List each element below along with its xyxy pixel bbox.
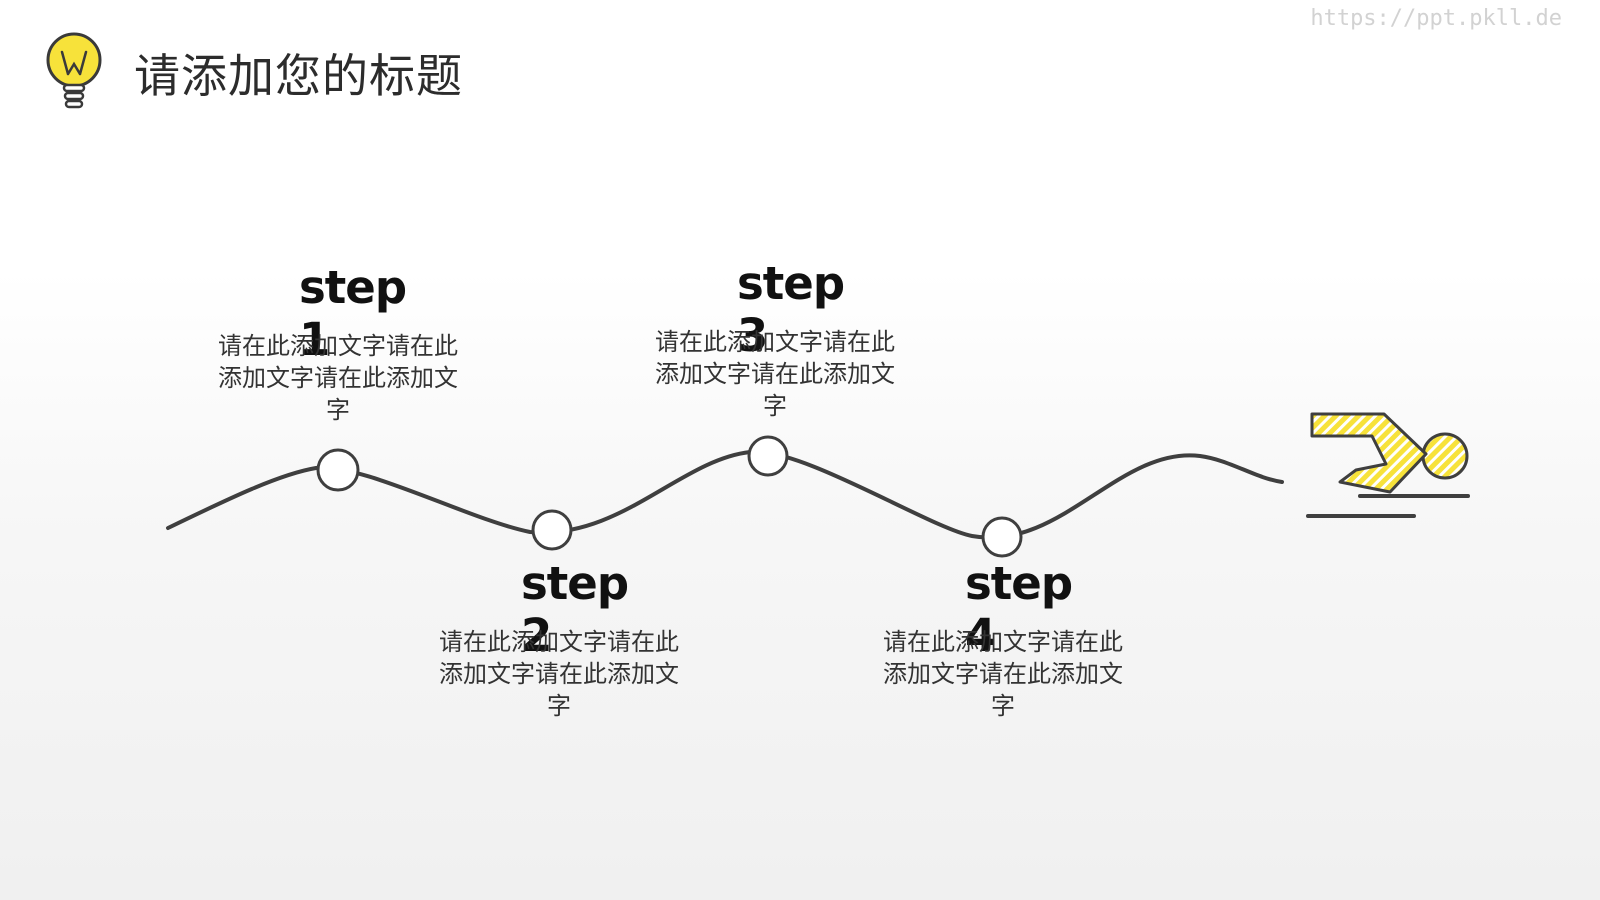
step-3-title: step 3: [737, 257, 845, 362]
page-title: 请添加您的标题: [134, 49, 463, 103]
step-node-2: [531, 509, 573, 551]
light-bulb-icon: [46, 32, 102, 109]
step-1-text: 请在此添加文字请在此添加文字请在此添加文字: [218, 332, 458, 424]
swimmer-icon: [1306, 412, 1470, 518]
step-node-1: [316, 448, 360, 492]
step-2-text: 请在此添加文字请在此添加文字请在此添加文字: [439, 628, 679, 720]
watermark-url: https://ppt.pkll.de: [1310, 6, 1562, 31]
step-4-title: step 4: [965, 557, 1073, 662]
step-node-4: [981, 516, 1023, 558]
step-3-text: 请在此添加文字请在此添加文字请在此添加文字: [655, 328, 895, 420]
step-node-3: [747, 435, 789, 477]
step-1-title: step 1: [299, 261, 407, 366]
step-4-text: 请在此添加文字请在此添加文字请在此添加文字: [883, 628, 1123, 720]
step-2-title: step 2: [521, 557, 629, 662]
